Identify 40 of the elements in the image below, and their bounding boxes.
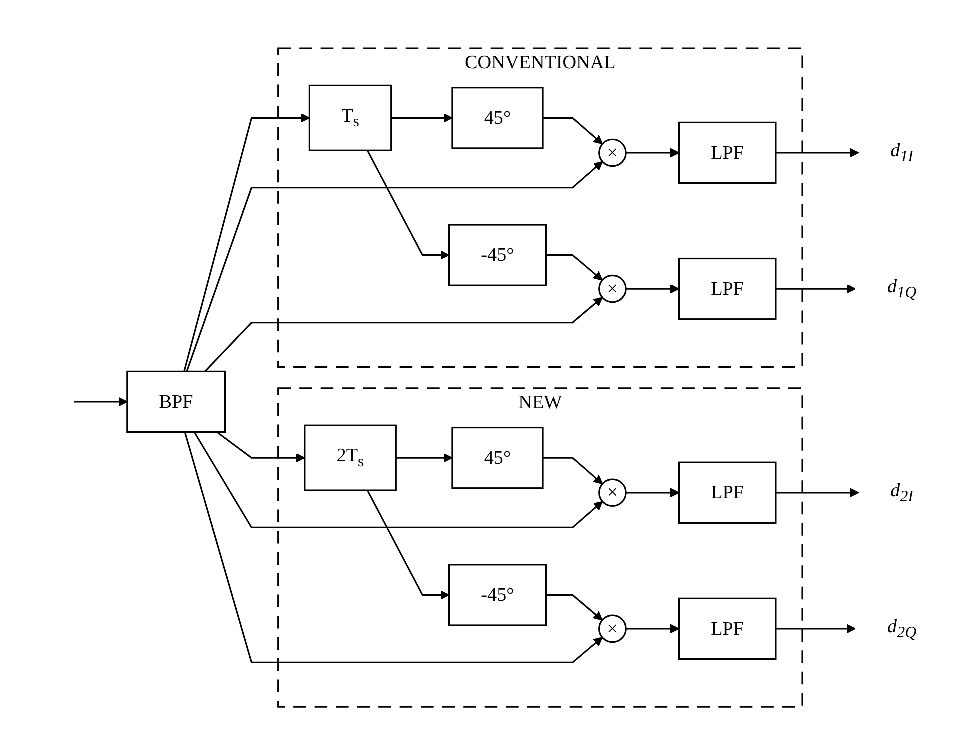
- arrow: [626, 488, 680, 498]
- node-box: 45°: [452, 426, 544, 489]
- arrow: [626, 148, 680, 158]
- arrow: [204, 296, 603, 372]
- node-box: 2T$_{s}$: [304, 424, 397, 492]
- arrow: [543, 456, 604, 484]
- arrow: [776, 624, 856, 634]
- node-box: -45°: [448, 564, 547, 626]
- arrow: [776, 284, 856, 294]
- node-circle: ×: [598, 614, 627, 643]
- arrow: [546, 594, 603, 620]
- arrow: [626, 284, 680, 294]
- node-circle: ×: [598, 138, 627, 167]
- arrow: [74, 397, 128, 406]
- arrow: [543, 117, 604, 144]
- arrow: [216, 431, 306, 462]
- arrow: [366, 490, 450, 600]
- node-box: LPF: [678, 258, 777, 320]
- node-box: LPF: [678, 462, 777, 524]
- node-circle: ×: [598, 478, 627, 507]
- node-box: LPF: [678, 122, 777, 184]
- arrow: [776, 488, 860, 498]
- arrow: [184, 113, 310, 372]
- node-box: 45°: [452, 86, 544, 149]
- node-box: LPF: [678, 598, 777, 660]
- arrow: [194, 432, 604, 528]
- arrow: [184, 432, 603, 664]
- node-box: BPF: [126, 370, 226, 433]
- node-text: d$_{2Q}$: [888, 615, 917, 642]
- arrow: [391, 113, 453, 123]
- arrow: [366, 150, 450, 260]
- arrow: [186, 161, 604, 372]
- node-circle: ×: [598, 274, 627, 303]
- node-box: T$_{s}$: [308, 84, 392, 152]
- arrow: [776, 148, 860, 158]
- node-text: d$_{1Q}$: [888, 275, 917, 302]
- node-box: -45°: [448, 224, 547, 286]
- arrow: [396, 453, 453, 462]
- arrow: [546, 254, 603, 281]
- arrow: [626, 624, 680, 634]
